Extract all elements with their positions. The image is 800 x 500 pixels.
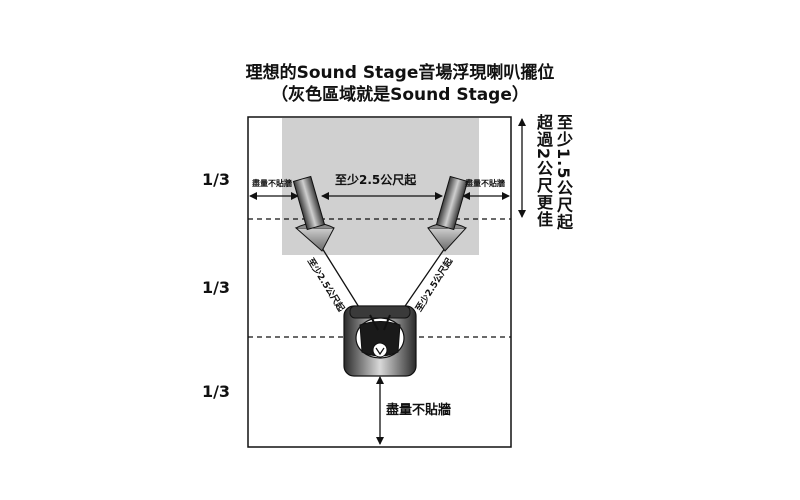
- listener-head: [372, 342, 388, 358]
- right-speaker-box: [435, 175, 469, 231]
- right-speaker: [427, 175, 469, 252]
- right-listener-line: [400, 247, 446, 313]
- left-listener-line: [321, 247, 363, 313]
- diagram-title: 理想的Sound Stage音場浮現喇叭擺位: [245, 63, 555, 83]
- right-wall-label: 盡量不貼牆: [465, 179, 505, 188]
- speaker-spacing-label: 至少2.5公尺起: [335, 173, 417, 187]
- third-label-bottom: 1/3: [201, 382, 231, 401]
- diagram-subtitle: （灰色區域就是Sound Stage）: [271, 85, 529, 105]
- front-wall-label-1: 至少1.5公尺起: [554, 114, 573, 231]
- left-speaker-box: [292, 175, 326, 231]
- third-label-top: 1/3: [201, 170, 231, 189]
- rear-wall-label: 盡量不貼牆: [386, 403, 452, 418]
- front-wall-label-2: 超過2公尺更佳: [534, 114, 553, 229]
- listener-chair: [343, 305, 417, 377]
- left-wall-label: 盡量不貼牆: [252, 179, 292, 188]
- left-speaker: [292, 175, 335, 252]
- third-label-middle: 1/3: [201, 278, 231, 297]
- room-outline: [247, 116, 512, 448]
